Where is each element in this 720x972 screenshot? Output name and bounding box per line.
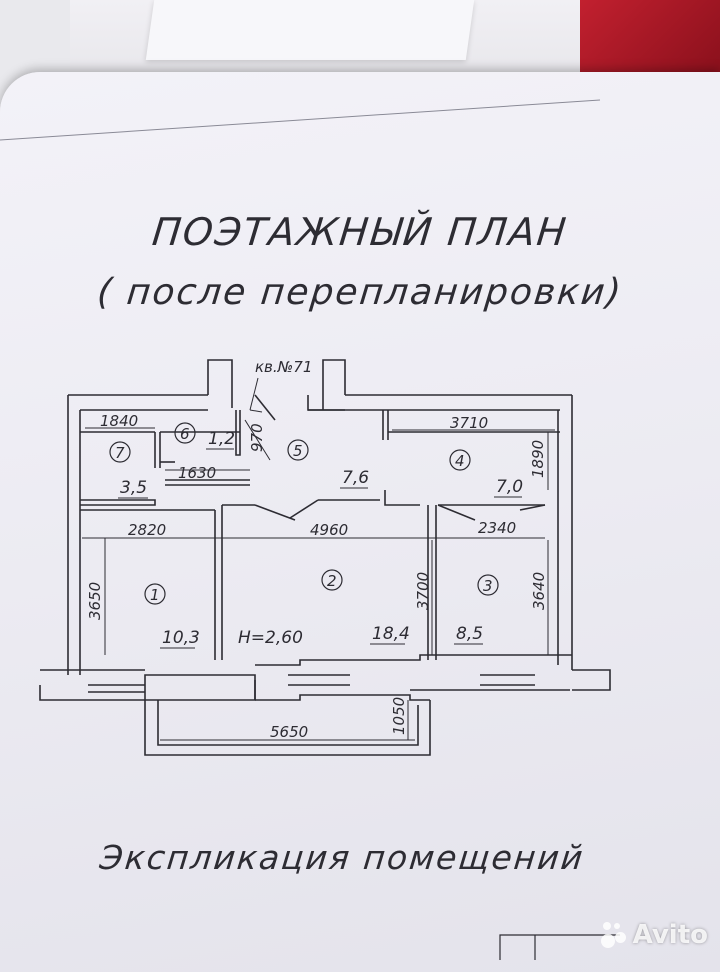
dim-3640: 3640 — [530, 572, 548, 610]
room-1-area: 10,3 — [162, 628, 200, 648]
area-underlines — [118, 448, 522, 649]
dim-2340: 2340 — [478, 519, 516, 537]
room-4-number: 4 — [455, 452, 465, 470]
room-3-number: 3 — [483, 577, 493, 595]
room-2-area: 18,4 — [372, 624, 410, 644]
room-6-number: 6 — [180, 425, 190, 443]
dim-2820: 2820 — [128, 521, 166, 539]
room-6-area: 1,2 — [208, 429, 235, 449]
dim-3650: 3650 — [86, 582, 104, 620]
apartment-label: кв.№71 — [255, 358, 312, 376]
avito-watermark: Avito — [600, 920, 708, 950]
room-markers — [109, 422, 499, 605]
apartment-callout — [249, 377, 263, 413]
dim-1890: 1890 — [529, 440, 547, 478]
room-5-area: 7,6 — [342, 468, 369, 488]
dim-1840: 1840 — [100, 412, 138, 430]
dim-1630: 1630 — [178, 464, 216, 482]
room-7-number: 7 — [115, 444, 125, 462]
dim-970: 970 — [248, 423, 266, 452]
dim-1050: 1050 — [390, 697, 408, 735]
room-1-number: 1 — [150, 586, 160, 604]
ceiling-height: H=2,60 — [238, 628, 303, 648]
room-2-number: 2 — [327, 572, 337, 590]
avito-watermark-text: Avito — [632, 920, 708, 950]
explication-table-edge — [499, 934, 620, 960]
plan-sheet — [0, 72, 720, 972]
dimension-lines — [82, 419, 555, 741]
dim-5650: 5650 — [270, 723, 308, 741]
room-4-area: 7,0 — [496, 477, 523, 497]
outer-walls — [39, 359, 611, 756]
explication-title: Экспликация помещений — [97, 838, 587, 877]
room-7-area: 3,5 — [120, 478, 147, 498]
avito-logo-icon — [600, 922, 627, 948]
room-3-area: 8,5 — [456, 624, 483, 644]
dim-4960: 4960 — [310, 521, 348, 539]
sheet-frame-line — [0, 99, 601, 141]
dim-3700: 3700 — [414, 572, 432, 610]
dim-3710: 3710 — [450, 414, 488, 432]
interior-walls — [80, 394, 560, 660]
room-5-number: 5 — [293, 442, 303, 460]
